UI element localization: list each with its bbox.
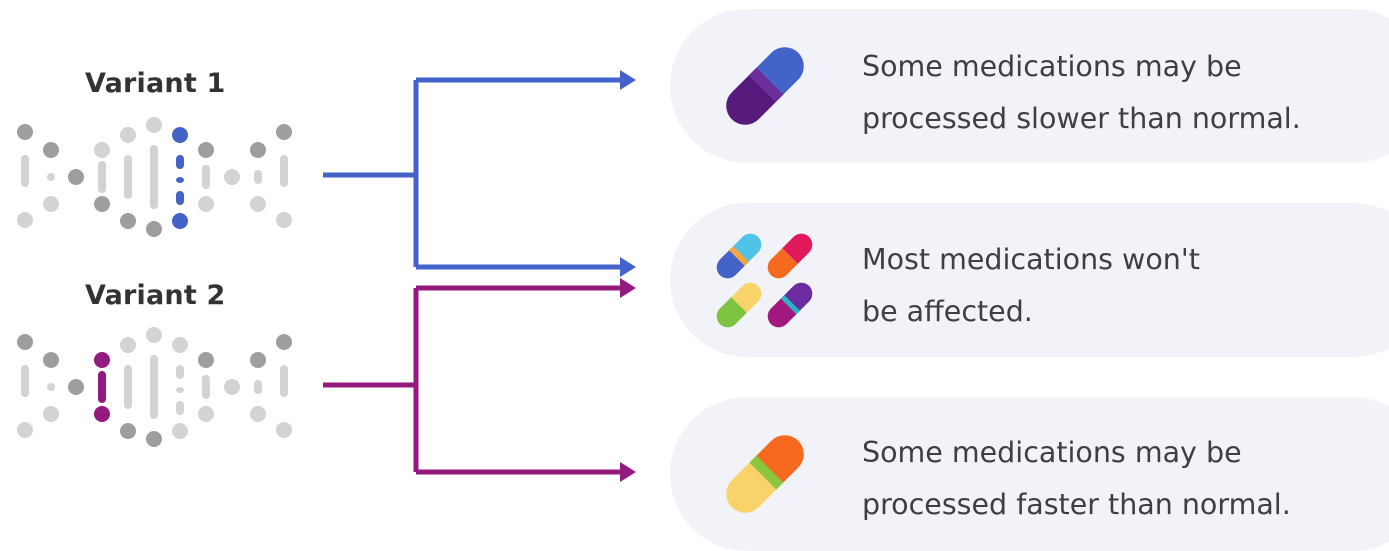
outcome-card-slower: Some medications may be processed slower… bbox=[670, 9, 1389, 163]
dna-base-dot bbox=[276, 212, 292, 228]
outcome-line-2: processed slower than normal. bbox=[862, 102, 1301, 135]
dna-bond-bar bbox=[98, 371, 106, 403]
dna-base-dot bbox=[68, 169, 84, 185]
dna-base-dot bbox=[68, 379, 84, 395]
dna-bond-bar bbox=[202, 375, 210, 399]
dna-bond-bar bbox=[98, 161, 106, 193]
dna-base-dot bbox=[94, 352, 110, 368]
dna-bond-bar bbox=[124, 365, 132, 409]
dna-base-dot bbox=[224, 379, 240, 395]
capsule-purple-icon bbox=[767, 282, 813, 328]
outcome-text-faster: Some medications may be processed faster… bbox=[862, 427, 1291, 531]
dna-base-dot bbox=[120, 213, 136, 229]
dna-bond-bar bbox=[176, 401, 184, 415]
variant-2-connector bbox=[323, 285, 622, 475]
dna-base-dot bbox=[146, 327, 162, 343]
dna-base-dot bbox=[120, 337, 136, 353]
arrow-head-icon bbox=[620, 257, 636, 277]
dna-bond-bar bbox=[176, 365, 184, 379]
dna-base-dot bbox=[17, 212, 33, 228]
dna-base-dot bbox=[198, 352, 214, 368]
outcome-card-normal: Most medications won't be affected. bbox=[670, 203, 1389, 357]
dna-bond-bar bbox=[176, 155, 184, 169]
variant-1-title: Variant 1 bbox=[85, 68, 226, 99]
outcome-card-faster: Some medications may be processed faster… bbox=[670, 397, 1389, 551]
outcome-text-slower: Some medications may be processed slower… bbox=[862, 41, 1301, 145]
dna-base-dot bbox=[43, 142, 59, 158]
outcome-line-2: be affected. bbox=[862, 295, 1033, 328]
dna-base-dot bbox=[120, 423, 136, 439]
capsule-orange-pink-icon bbox=[767, 233, 813, 279]
arrow-head-icon bbox=[620, 462, 636, 482]
dna-bond-bar bbox=[47, 383, 55, 391]
dna-base-dot bbox=[146, 117, 162, 133]
dna-base-dot bbox=[198, 406, 214, 422]
dna-base-dot bbox=[94, 406, 110, 422]
dna-base-dot bbox=[250, 406, 266, 422]
slow-capsule-icon bbox=[726, 47, 804, 125]
dna-base-dot bbox=[250, 352, 266, 368]
dna-base-dot bbox=[172, 337, 188, 353]
outcome-line-1: Most medications won't bbox=[862, 243, 1200, 276]
dna-base-dot bbox=[172, 127, 188, 143]
fast-capsule-icon bbox=[726, 435, 804, 513]
outcome-text-normal: Most medications won't be affected. bbox=[862, 234, 1200, 338]
dna-bond-bar bbox=[280, 155, 288, 187]
multiple-capsules-icon bbox=[716, 233, 813, 328]
dna-bond-bar bbox=[21, 155, 29, 187]
capsule-green-yellow-icon bbox=[716, 282, 762, 328]
dna-bond-bar bbox=[21, 365, 29, 397]
dna-base-dot bbox=[146, 431, 162, 447]
dna-base-dot bbox=[120, 127, 136, 143]
dna-base-dot bbox=[250, 196, 266, 212]
arrow-head-icon bbox=[620, 70, 636, 90]
dna-variant-2-icon bbox=[17, 327, 292, 447]
dna-base-dot bbox=[17, 124, 33, 140]
dna-bond-bar bbox=[202, 165, 210, 189]
dna-base-dot bbox=[17, 422, 33, 438]
variant-2-title: Variant 2 bbox=[85, 280, 226, 311]
variant-1-connector bbox=[323, 77, 622, 270]
dna-base-dot bbox=[94, 142, 110, 158]
arrow-head-icon bbox=[620, 278, 636, 298]
outcome-line-1: Some medications may be bbox=[862, 50, 1242, 83]
dna-base-dot bbox=[276, 334, 292, 350]
dna-bond-bar bbox=[176, 387, 184, 393]
dna-bond-bar bbox=[254, 170, 262, 184]
dna-bond-bar bbox=[254, 380, 262, 394]
dna-base-dot bbox=[43, 352, 59, 368]
dna-base-dot bbox=[198, 196, 214, 212]
dna-base-dot bbox=[146, 221, 162, 237]
dna-base-dot bbox=[250, 142, 266, 158]
diagram-graphics bbox=[17, 70, 636, 482]
dna-base-dot bbox=[224, 169, 240, 185]
dna-bond-bar bbox=[47, 173, 55, 181]
capsule-blue-icon bbox=[716, 233, 762, 279]
dna-base-dot bbox=[276, 124, 292, 140]
dna-base-dot bbox=[43, 406, 59, 422]
dna-base-dot bbox=[17, 334, 33, 350]
dna-base-dot bbox=[198, 142, 214, 158]
dna-base-dot bbox=[172, 213, 188, 229]
dna-bond-bar bbox=[280, 365, 288, 397]
dna-variant-1-icon bbox=[17, 117, 292, 237]
dna-bond-bar bbox=[176, 177, 184, 183]
dna-base-dot bbox=[276, 422, 292, 438]
dna-bond-bar bbox=[150, 145, 158, 209]
dna-base-dot bbox=[94, 196, 110, 212]
dna-base-dot bbox=[43, 196, 59, 212]
dna-bond-bar bbox=[124, 155, 132, 199]
outcome-line-2: processed faster than normal. bbox=[862, 488, 1291, 521]
dna-bond-bar bbox=[176, 191, 184, 205]
dna-base-dot bbox=[172, 423, 188, 439]
dna-bond-bar bbox=[150, 355, 158, 419]
outcome-line-1: Some medications may be bbox=[862, 436, 1242, 469]
